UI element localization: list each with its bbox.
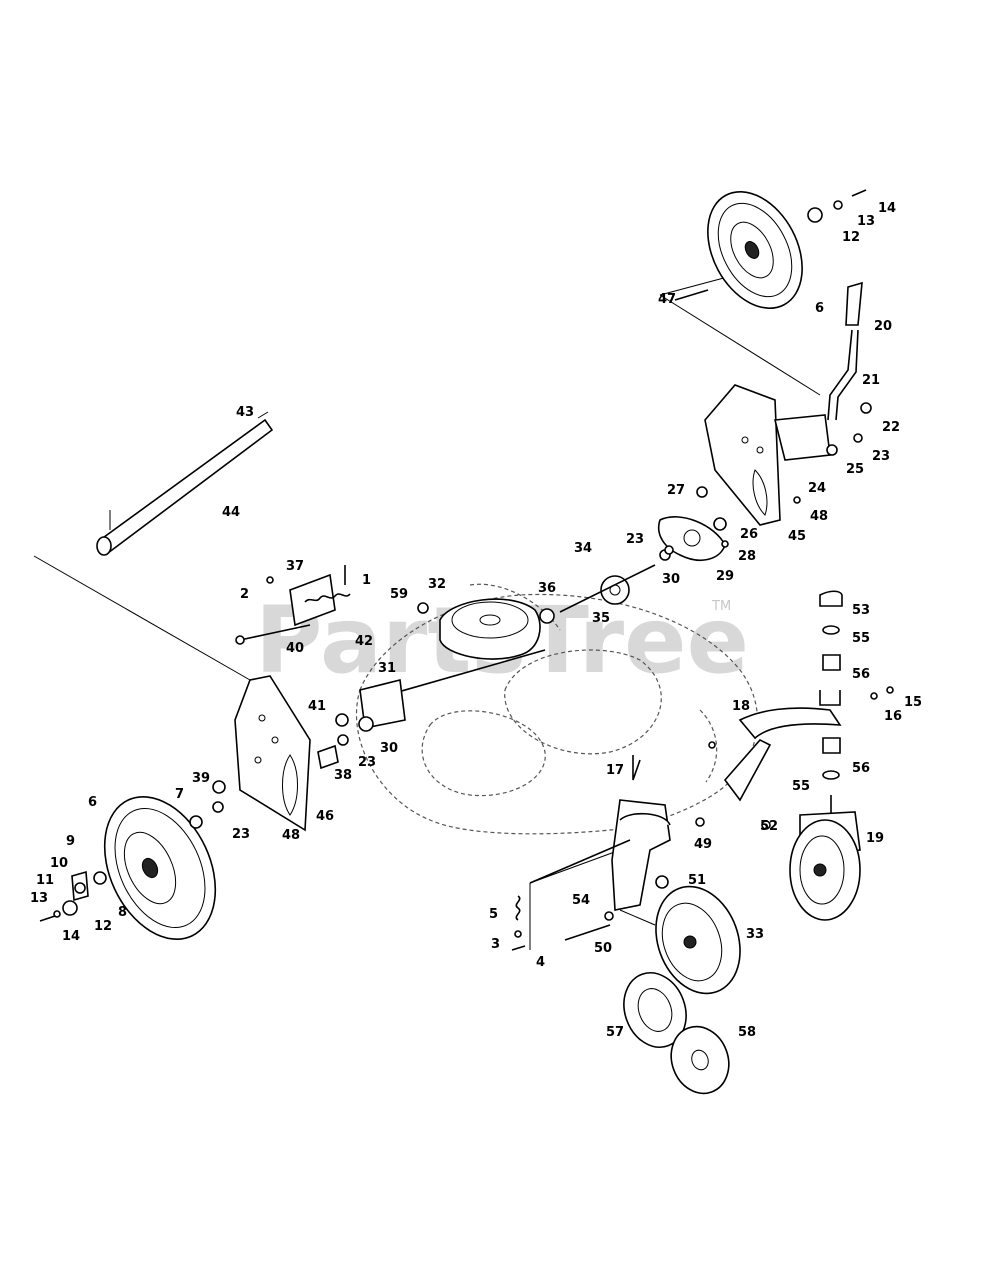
callout-label: 56 xyxy=(852,761,870,776)
callout-label: 41 xyxy=(308,699,326,714)
spring-5 xyxy=(511,895,526,951)
callout-label: 9 xyxy=(66,834,75,849)
callout-label: 52 xyxy=(760,819,778,834)
callout-label: 18 xyxy=(732,699,750,714)
callout-label: 45 xyxy=(788,529,806,544)
callout-label: 44 xyxy=(222,505,240,520)
callout-label: 12 xyxy=(842,230,860,245)
callout-label: 36 xyxy=(538,581,556,596)
callout-label: 39 xyxy=(192,771,210,786)
callout-label: 19 xyxy=(866,831,884,846)
hubcap xyxy=(623,972,730,1095)
callout-label: 42 xyxy=(355,634,373,649)
misc-hardware xyxy=(266,289,894,827)
callout-label: 3 xyxy=(491,937,500,952)
callout-label: 43 xyxy=(236,405,254,420)
callout-label: 30 xyxy=(662,572,680,587)
left-wheel-plate xyxy=(234,675,311,832)
callout-label: 31 xyxy=(378,661,396,676)
callout-label: 56 xyxy=(852,667,870,682)
callout-label: 54 xyxy=(572,893,590,908)
callout-label: 40 xyxy=(286,641,304,656)
callout-label: 30 xyxy=(380,741,398,756)
left-bushings xyxy=(189,713,374,829)
callout-label: 58 xyxy=(738,1025,756,1040)
gear-assembly xyxy=(559,516,726,613)
callout-label: 28 xyxy=(738,549,756,564)
callout-label: 33 xyxy=(746,927,764,942)
callout-label: 13 xyxy=(30,891,48,906)
callout-label: 51 xyxy=(688,873,706,888)
height-adjuster-bracket xyxy=(235,565,351,645)
callout-label: 59 xyxy=(390,587,408,602)
callout-label: 55 xyxy=(792,779,810,794)
callout-label: 11 xyxy=(36,873,54,888)
right-rear-wheel xyxy=(707,191,803,309)
callout-label: 1 xyxy=(362,573,371,588)
callout-label: 55 xyxy=(852,631,870,646)
callout-label: 26 xyxy=(740,527,758,542)
callout-label: 16 xyxy=(884,709,902,724)
callout-label: 38 xyxy=(334,768,352,783)
callout-label: 27 xyxy=(667,483,685,498)
right-wheel-plate xyxy=(704,384,831,526)
callout-label: 48 xyxy=(282,828,300,843)
callout-label: 48 xyxy=(810,509,828,524)
left-wheel-hardware xyxy=(39,870,107,922)
callout-label: 23 xyxy=(358,755,376,770)
callout-label: 24 xyxy=(808,481,826,496)
front-caster-assembly xyxy=(723,590,861,921)
callout-label: 50 xyxy=(594,941,612,956)
callout-label: 21 xyxy=(862,373,880,388)
callout-label: 8 xyxy=(118,905,127,920)
callout-label: 49 xyxy=(694,837,712,852)
callout-label: 47 xyxy=(658,292,676,307)
callout-label: 10 xyxy=(50,856,68,871)
callout-label: 35 xyxy=(592,611,610,626)
callout-label: 37 xyxy=(286,559,304,574)
callout-label: 12 xyxy=(94,919,112,934)
callout-label: 5 xyxy=(489,907,498,922)
callout-label: 17 xyxy=(606,763,624,778)
front-wheel-bracket xyxy=(529,755,671,941)
callout-label: 14 xyxy=(62,929,80,944)
callout-label: 7 xyxy=(175,787,184,802)
callout-label: 14 xyxy=(878,201,896,216)
callout-label: 6 xyxy=(88,795,97,810)
watermark-tm: TM xyxy=(711,599,731,614)
rear-axle-tube xyxy=(96,411,274,556)
callout-label: 57 xyxy=(606,1025,624,1040)
right-rear-hardware xyxy=(807,189,867,223)
drive-shaft xyxy=(359,649,546,729)
callout-label: 25 xyxy=(846,462,864,477)
callout-label: 13 xyxy=(857,214,875,229)
callout-label: 23 xyxy=(872,449,890,464)
front-wheel xyxy=(655,885,741,995)
callout-label: 2 xyxy=(240,587,249,602)
callout-label: 29 xyxy=(716,569,734,584)
height-adjust-lever xyxy=(827,281,863,421)
callout-label: 32 xyxy=(428,577,446,592)
callout-label: 46 xyxy=(316,809,334,824)
callout-label: 6 xyxy=(815,301,824,316)
left-rear-wheel xyxy=(103,796,217,940)
callout-label: 23 xyxy=(626,532,644,547)
callout-label: 22 xyxy=(882,420,900,435)
callout-label: 4 xyxy=(536,955,545,970)
drive-pulley xyxy=(417,598,555,660)
callout-label: 15 xyxy=(904,695,922,710)
callout-label: 20 xyxy=(874,319,892,334)
callout-label: 23 xyxy=(232,827,250,842)
callout-label: 53 xyxy=(852,603,870,618)
callout-labels: 1 2 37 42 40 43 44 59 32 36 35 34 23 30 … xyxy=(30,201,922,1040)
callout-label: 34 xyxy=(574,541,592,556)
